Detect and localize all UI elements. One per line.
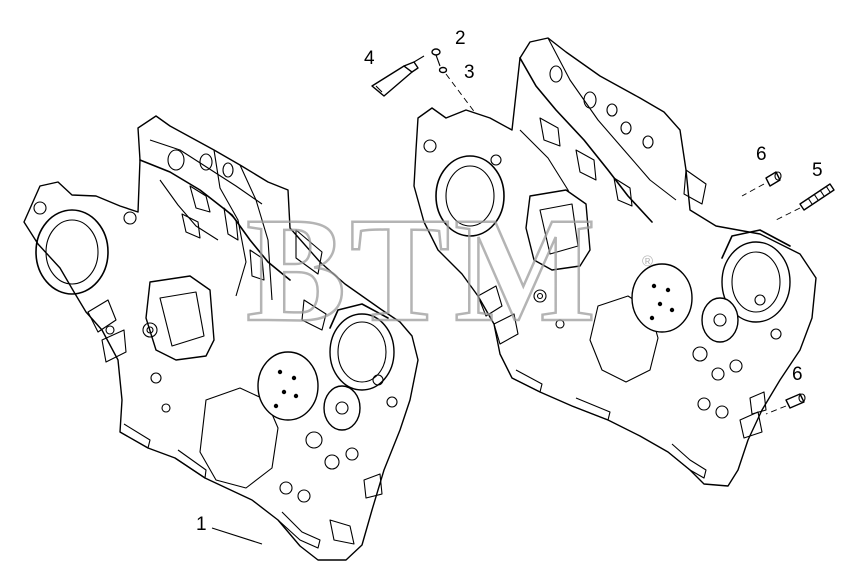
callout-1: 1 <box>196 514 207 535</box>
callout-4: 4 <box>364 48 375 69</box>
stud <box>799 183 835 211</box>
assembly-line-stud <box>775 207 801 221</box>
watermark-registered-mark: ® <box>642 253 653 270</box>
leader-line-1 <box>211 527 263 545</box>
watermark-text: BTM <box>246 187 600 353</box>
right-timing-cover-housing <box>413 37 817 487</box>
assembly-line-pin-lower <box>765 405 787 415</box>
callout-6-lower: 6 <box>792 364 803 385</box>
callout-5: 5 <box>812 160 823 181</box>
left-timing-cover-housing <box>23 115 419 561</box>
callout-3: 3 <box>464 62 475 83</box>
callout-6-upper: 6 <box>756 144 767 165</box>
assembly-line-screw <box>445 73 477 115</box>
dowel-pin-upper <box>765 171 782 187</box>
assembly-line-pin-upper <box>741 183 765 197</box>
screw <box>431 48 441 67</box>
washer <box>438 66 448 74</box>
watermark: BTM ® <box>245 186 653 355</box>
sealant-tube <box>371 55 425 97</box>
dowel-pin-lower <box>785 393 806 409</box>
callout-2: 2 <box>455 28 466 49</box>
